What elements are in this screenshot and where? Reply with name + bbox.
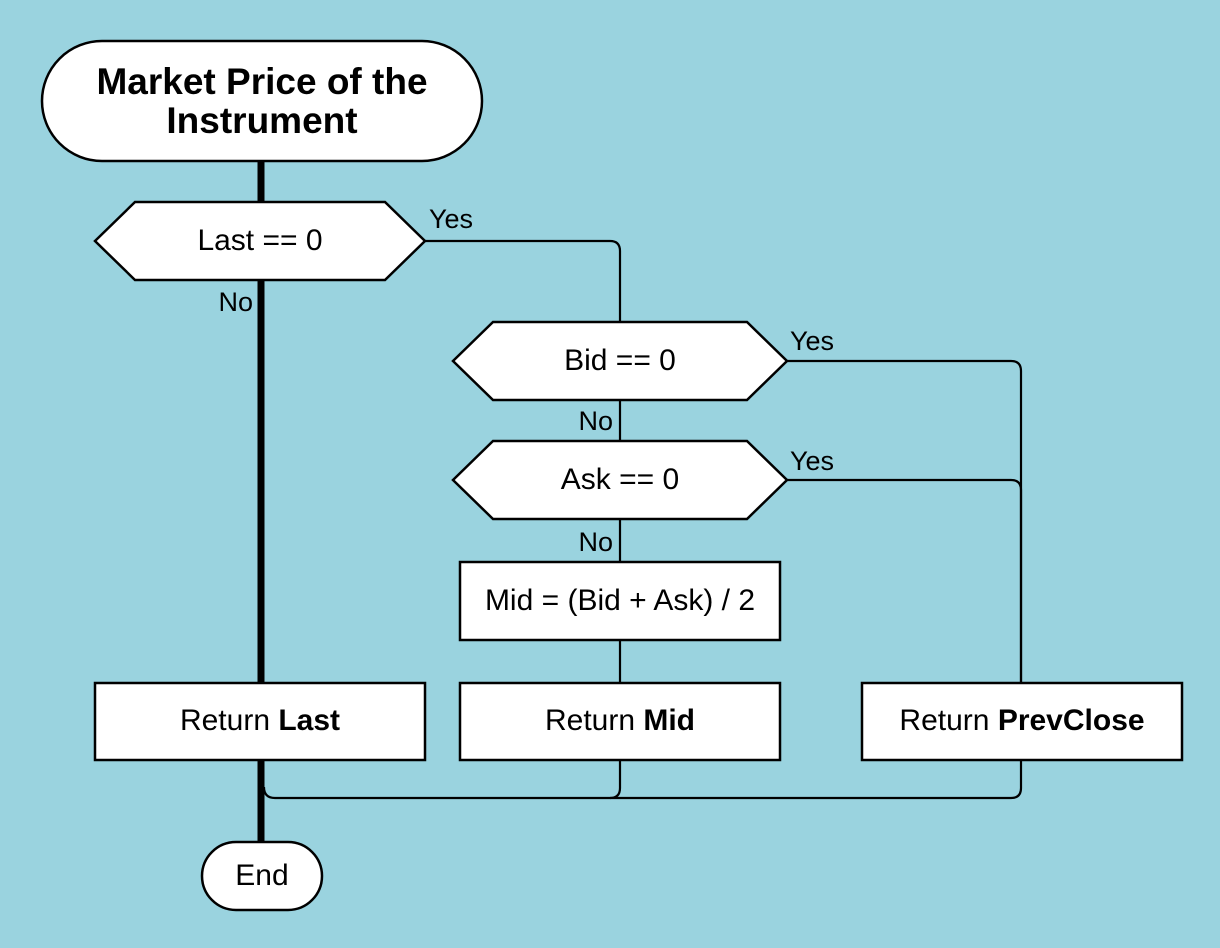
return-prevclose-keyword: PrevClose: [997, 704, 1145, 738]
edge-prevclose-to-end: [610, 760, 1023, 800]
return-last-prefix: Return: [179, 704, 279, 738]
process-return-prevclose-label: Return PrevClose: [862, 683, 1182, 760]
end-terminator-shape: [200, 840, 324, 912]
decision-ask-shape: [451, 439, 789, 521]
decision-last-label: Last == 0: [197, 223, 323, 257]
process-return-mid-shape: [458, 681, 782, 762]
edge-label-bid-no: No: [578, 406, 613, 436]
process-return-last-label: Return Last: [95, 683, 425, 760]
edge-label-ask-yes: Yes: [790, 446, 835, 476]
decision-ask-label: Ask == 0: [560, 462, 680, 496]
return-prevclose-prefix: Return: [899, 704, 998, 738]
start-terminator-label: Market Price of the Instrument: [96, 61, 438, 141]
return-last-keyword: Last: [278, 704, 341, 738]
process-return-prevclose-shape: [860, 681, 1184, 762]
edge-label-ask-no: No: [578, 527, 613, 557]
process-return-mid-label: Return Mid: [460, 683, 780, 760]
edge-label-bid-yes: Yes: [790, 326, 835, 356]
return-mid-keyword: Mid: [643, 704, 696, 738]
edge-bid-yes: [787, 359, 1023, 684]
process-return-last-shape: [93, 681, 427, 762]
end-terminator-label: End: [235, 858, 289, 892]
return-mid-prefix: Return: [544, 704, 644, 738]
decision-bid-label: Bid == 0: [564, 343, 676, 377]
edge-label-last-no: No: [218, 287, 253, 317]
decision-bid-shape: [451, 320, 789, 402]
edge-last-yes: [425, 239, 622, 323]
process-mid-calc-label: Mid = (Bid + Ask) / 2: [484, 583, 756, 617]
decision-last-shape: [93, 200, 427, 282]
edge-label-last-yes: Yes: [429, 204, 474, 234]
edge-ask-yes: [787, 478, 1023, 684]
edge-returnmid-to-end: [262, 760, 622, 800]
start-terminator-shape: [40, 39, 484, 163]
process-mid-calc-shape: [458, 560, 782, 642]
